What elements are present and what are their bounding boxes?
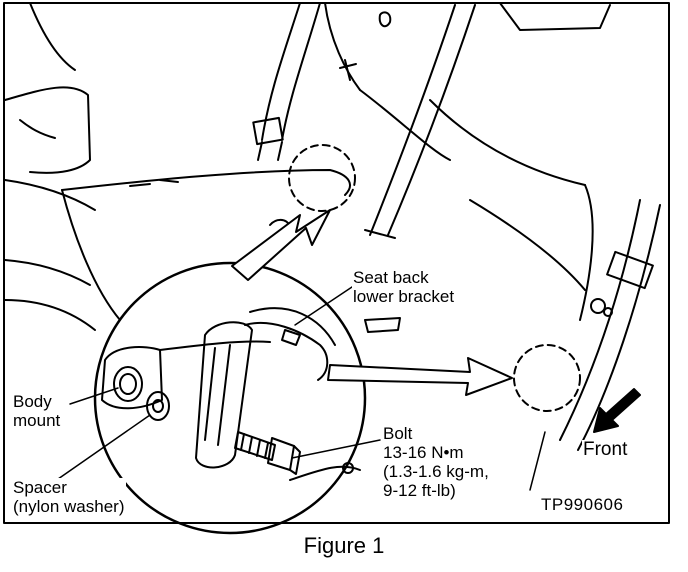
- figure-frame: [3, 2, 670, 524]
- front-direction-label: Front: [582, 439, 629, 460]
- callout-circle-top: [288, 144, 356, 212]
- figure-code: TP990606: [540, 495, 625, 514]
- shoulder-belt: [364, 4, 661, 451]
- body-mount-label: Body mount: [12, 392, 62, 430]
- spacer-label: Spacer (nylon washer): [12, 478, 126, 516]
- detail-magnifier: [93, 261, 367, 535]
- bolt-label: Bolt 13-16 N•m (1.3-1.6 kg-m, 9-12 ft-lb…: [382, 424, 490, 500]
- vehicle-interior-left: [4, 2, 96, 331]
- detail-contents: [101, 307, 361, 481]
- seat-back-bracket-label: Seat back lower bracket: [352, 268, 456, 306]
- arrow-down-left-icon: [593, 388, 641, 433]
- leader-lines: [47, 284, 546, 491]
- rear-compartment: [324, 2, 611, 321]
- seat-cushion: [61, 169, 401, 333]
- callout-arrow-up: [231, 209, 331, 281]
- figure-caption: Figure 1: [303, 533, 385, 558]
- callout-arrow-right: [327, 357, 513, 396]
- callout-circle-right: [513, 344, 581, 412]
- seat-belt-left: [252, 2, 321, 161]
